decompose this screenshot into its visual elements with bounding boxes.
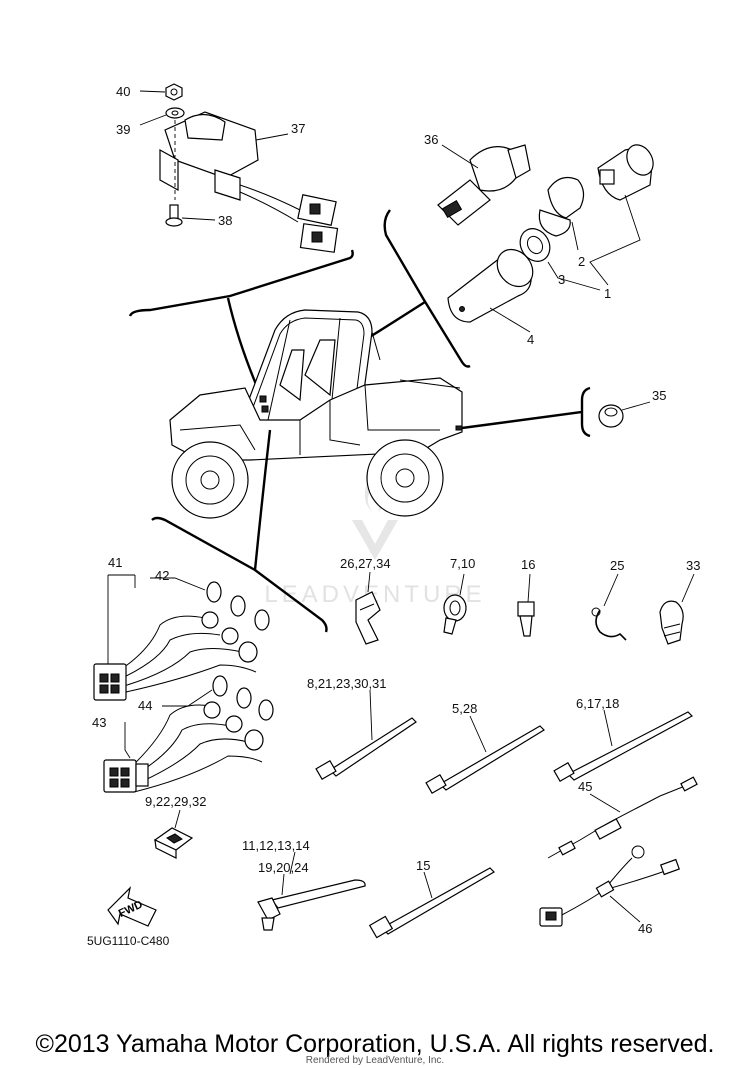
label-39: 39 [116, 122, 130, 137]
fwd-arrow-icon: FWD [107, 886, 157, 927]
label-3: 3 [558, 272, 565, 287]
label-35: 35 [652, 388, 666, 403]
leader-harness [253, 429, 272, 571]
socket-assembly [437, 144, 654, 333]
label-38: 38 [218, 213, 232, 228]
cable-tie-8 [315, 689, 417, 781]
label-25: 25 [610, 558, 624, 573]
label-44: 44 [138, 698, 152, 713]
label-36: 36 [424, 132, 438, 147]
utility-vehicle [169, 309, 463, 519]
diagram-code: 5UG1110-C480 [87, 934, 170, 948]
label-8-21-23-30-31: 8,21,23,30,31 [307, 676, 387, 691]
clip-16 [517, 573, 535, 637]
group-bracket-grommet [461, 386, 591, 438]
label-7-10: 7,10 [450, 556, 475, 571]
cable-tie-15 [368, 867, 495, 939]
rendered-by-note: Rendered by LeadVenture, Inc. [305, 1055, 445, 1066]
label-6-17-18: 6,17,18 [576, 696, 619, 711]
label-40: 40 [116, 84, 130, 99]
label-15: 15 [416, 858, 430, 873]
group-bracket-socket [383, 209, 471, 368]
harness-41-42 [93, 574, 270, 701]
holder-9 [153, 809, 194, 859]
label-9-22-29-32: 9,22,29,32 [145, 794, 206, 809]
label-46: 46 [638, 921, 652, 936]
grommet-35 [598, 401, 651, 428]
label-43: 43 [92, 715, 106, 730]
cable-tie-6 [553, 709, 693, 783]
cable-tie-5 [425, 715, 545, 795]
harness-43-44 [103, 675, 274, 793]
group-bracket-switch [128, 249, 354, 317]
label-4: 4 [527, 332, 534, 347]
clip-tie-11 [257, 851, 366, 931]
label-1: 1 [604, 286, 611, 301]
label-33: 33 [686, 558, 700, 573]
label-41: 41 [108, 555, 122, 570]
label-11-12-13-14: 11,12,13,14 [242, 838, 310, 853]
lead-wire-46 [539, 845, 680, 927]
label-26-27-34: 26,27,34 [340, 556, 391, 571]
copyright-notice: ©2013 Yamaha Motor Corporation, U.S.A. A… [35, 1030, 715, 1058]
label-45: 45 [578, 779, 592, 794]
label-16: 16 [521, 557, 535, 572]
label-5-28: 5,28 [452, 701, 477, 716]
clip-25 [591, 573, 627, 641]
clip-26 [355, 571, 381, 645]
clip-7 [443, 573, 467, 635]
lead-wire-45 [547, 776, 698, 859]
label-37: 37 [291, 121, 305, 136]
switch-assembly [139, 83, 339, 253]
label-42: 42 [155, 568, 169, 583]
label-19-20-24: 19,20,24 [258, 860, 309, 875]
label-2: 2 [578, 254, 585, 269]
clip-33 [659, 573, 695, 645]
